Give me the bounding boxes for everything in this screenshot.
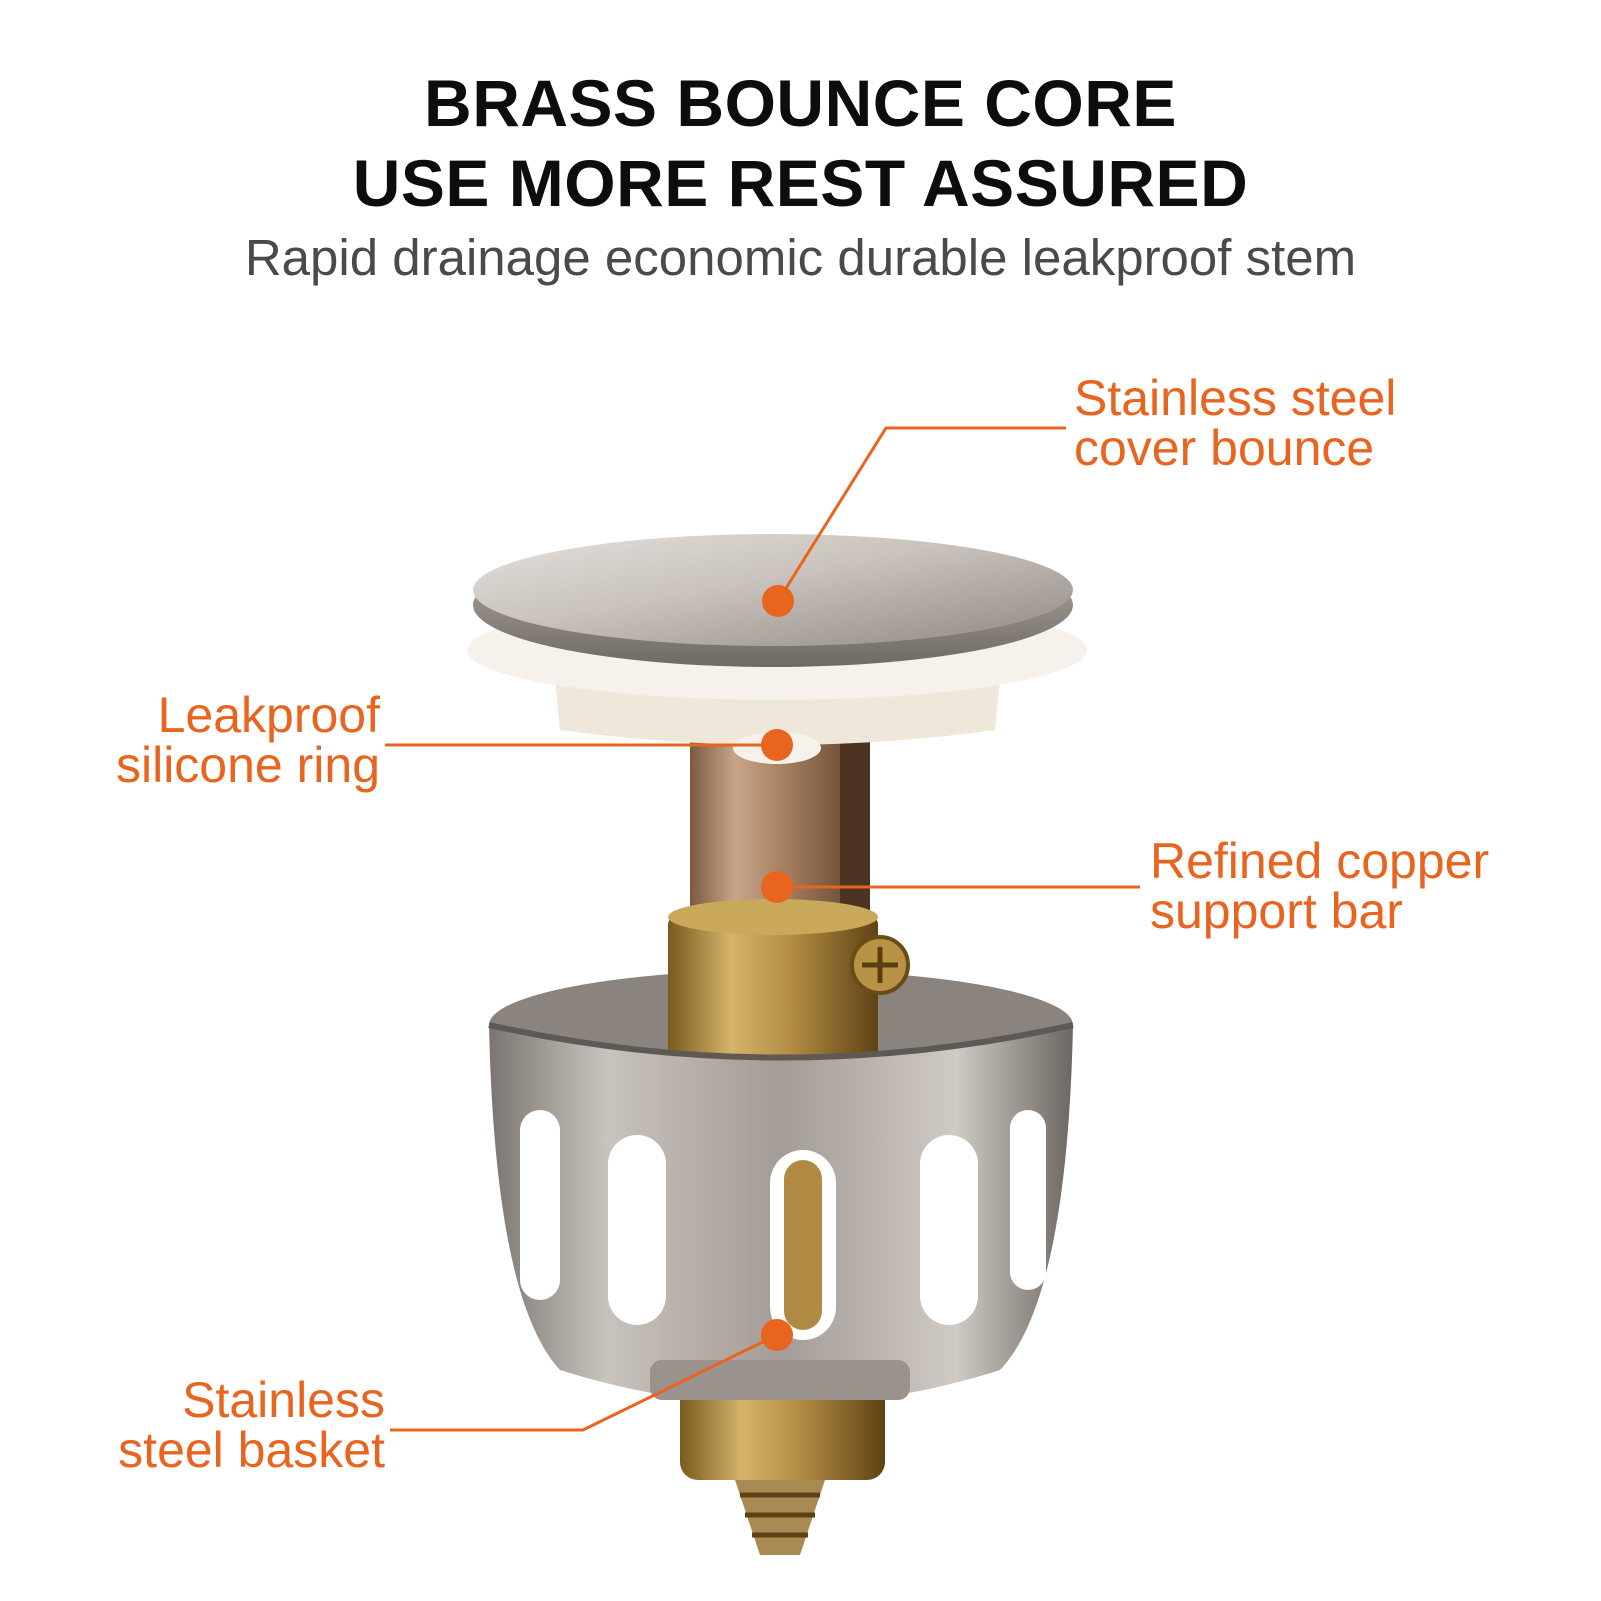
callout-bar-line1: Refined copper	[1150, 833, 1490, 889]
callout-dots	[761, 585, 794, 1351]
callout-basket-line2: steel basket	[118, 1422, 385, 1478]
callout-basket: Stainless steel basket	[60, 1375, 385, 1475]
callout-ring-line2: silicone ring	[115, 737, 380, 793]
headline-line-2: USE MORE REST ASSURED	[352, 146, 1249, 220]
callout-cover: Stainless steel cover bounce	[1074, 373, 1396, 473]
callout-cover-line2: cover bounce	[1074, 420, 1375, 476]
headline-line-1: BRASS BOUNCE CORE	[424, 66, 1177, 140]
leader-lines	[385, 426, 1140, 1432]
callout-ring: Leakproof silicone ring	[60, 690, 380, 790]
callout-bar: Refined copper support bar	[1150, 836, 1489, 936]
callout-cover-line1: Stainless steel	[1074, 370, 1397, 426]
subtitle: Rapid drainage economic durable leakproo…	[244, 229, 1357, 286]
callout-ring-line1: Leakproof	[157, 687, 380, 743]
callout-bar-line2: support bar	[1150, 883, 1403, 939]
callout-basket-line1: Stainless	[182, 1372, 385, 1428]
